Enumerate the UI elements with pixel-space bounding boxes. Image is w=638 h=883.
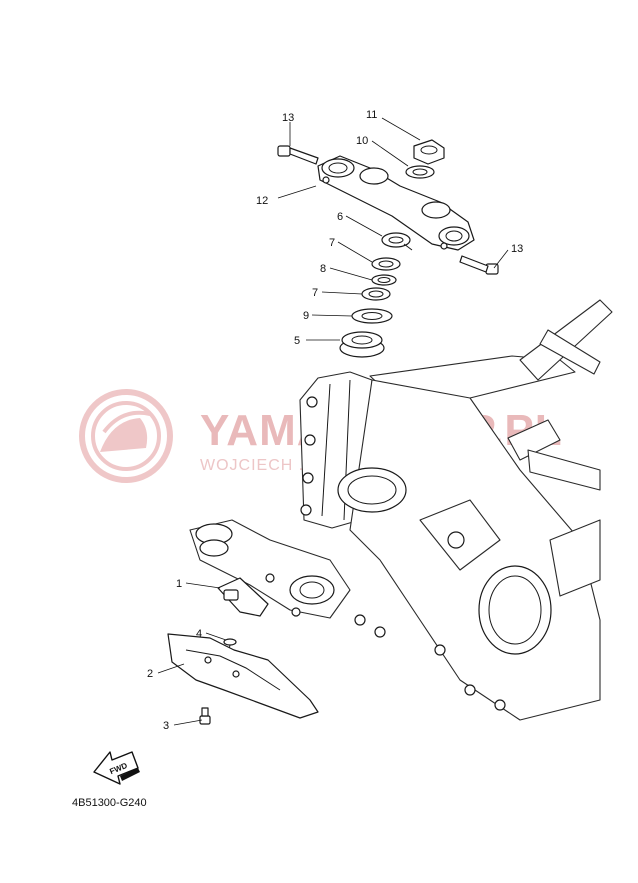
bolt-13-left bbox=[277, 145, 319, 165]
ring-nut-7-lower bbox=[361, 287, 391, 301]
plate-2 bbox=[167, 633, 319, 719]
ring-nut-7-upper bbox=[371, 257, 401, 271]
bolt-3 bbox=[199, 707, 211, 725]
bracket-1 bbox=[217, 577, 269, 617]
bolt-13-right bbox=[459, 255, 499, 275]
cover-9 bbox=[351, 308, 393, 324]
callouts: 11 10 13 12 6 13 7 8 7 9 5 1 4 2 3 bbox=[147, 109, 523, 732]
leader-lines bbox=[157, 117, 509, 726]
lock-washer-6 bbox=[381, 232, 413, 251]
callout-3: 3 bbox=[163, 720, 169, 732]
callout-2: 2 bbox=[147, 668, 153, 680]
bearing-5 bbox=[339, 331, 385, 358]
watermark-logo-icon bbox=[79, 389, 173, 483]
callout-4: 4 bbox=[196, 628, 202, 640]
callout-9: 9 bbox=[303, 310, 309, 322]
callout-5: 5 bbox=[294, 335, 300, 347]
washer-8 bbox=[371, 274, 397, 286]
callout-8: 8 bbox=[320, 263, 326, 275]
callout-11: 11 bbox=[366, 109, 377, 121]
callout-12: 12 bbox=[256, 195, 268, 207]
washer-10 bbox=[405, 165, 435, 179]
callout-10: 10 bbox=[356, 135, 368, 147]
diagram-code: 4B51300-G240 bbox=[72, 797, 147, 809]
callout-6: 6 bbox=[337, 211, 343, 223]
forward-arrow-icon: FWD bbox=[93, 751, 140, 785]
frame-assembly bbox=[189, 299, 613, 721]
callout-1: 1 bbox=[176, 578, 182, 590]
callout-7-lower: 7 bbox=[312, 287, 318, 299]
callout-7-upper: 7 bbox=[329, 237, 335, 249]
nut-11 bbox=[413, 139, 445, 165]
callout-13-left: 13 bbox=[282, 112, 294, 124]
upper-bracket bbox=[317, 155, 475, 251]
callout-13-right: 13 bbox=[511, 243, 523, 255]
